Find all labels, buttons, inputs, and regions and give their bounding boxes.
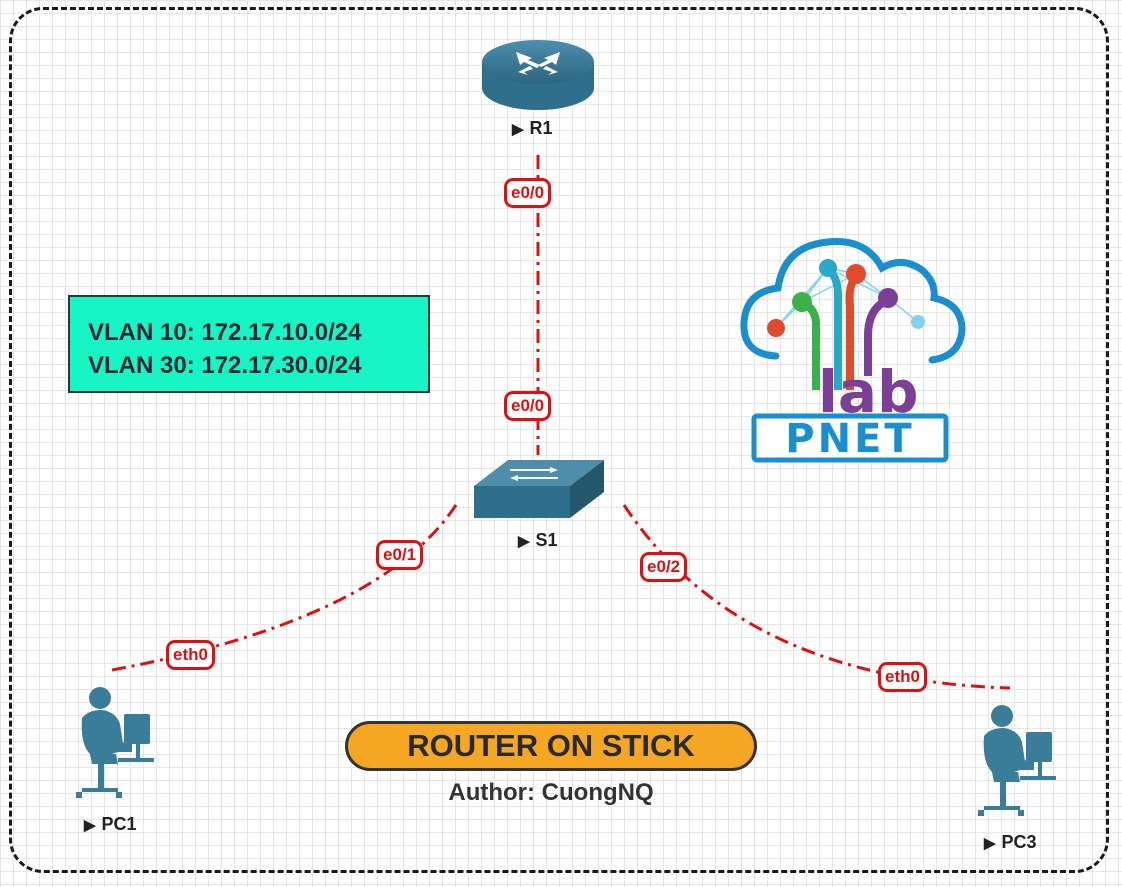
r1-name: R1 (529, 118, 553, 138)
s1-name: S1 (535, 530, 558, 550)
pc1-label: ▶ PC1 (84, 814, 137, 835)
play-icon: ▶ (84, 817, 96, 834)
port-s1-e0-2[interactable]: e0/2 (640, 552, 688, 582)
link-s1-pc3[interactable] (622, 504, 1011, 690)
port-pc1-eth0[interactable]: eth0 (166, 640, 215, 670)
topology-frame (9, 7, 1109, 873)
port-s1-e0-0[interactable]: e0/0 (504, 391, 552, 421)
pc-user-icon[interactable] (72, 684, 156, 804)
pc3-label: ▶ PC3 (984, 832, 1037, 853)
pc3-name: PC3 (1001, 832, 1037, 852)
switch-label: ▶ S1 (518, 530, 558, 551)
play-icon: ▶ (512, 121, 524, 138)
switch-icon[interactable] (472, 456, 606, 522)
vlan-10-text: VLAN 10: 172.17.10.0/24 (88, 319, 362, 346)
vlan-info-box: VLAN 10: 172.17.10.0/24 VLAN 30: 172.17.… (68, 295, 430, 393)
play-icon: ▶ (984, 835, 996, 852)
port-s1-e0-1[interactable]: e0/1 (376, 540, 424, 570)
author-text: Author: CuongNQ (448, 779, 654, 806)
router-icon[interactable] (480, 38, 596, 114)
link-s1-pc1[interactable] (111, 504, 458, 672)
port-r1-e0-0[interactable]: e0/0 (504, 178, 552, 208)
logo-pnet-text: PNET (785, 416, 914, 462)
router-label: ▶ R1 (512, 118, 553, 139)
diagram-title: ROUTER ON STICK (345, 721, 757, 771)
port-pc3-eth0[interactable]: eth0 (878, 662, 927, 692)
pnetlab-logo: lab PNET (740, 238, 966, 463)
pc-user-icon[interactable] (974, 702, 1058, 822)
play-icon: ▶ (518, 533, 530, 550)
pc1-name: PC1 (101, 814, 137, 834)
vlan-30-text: VLAN 30: 172.17.30.0/24 (88, 352, 362, 379)
